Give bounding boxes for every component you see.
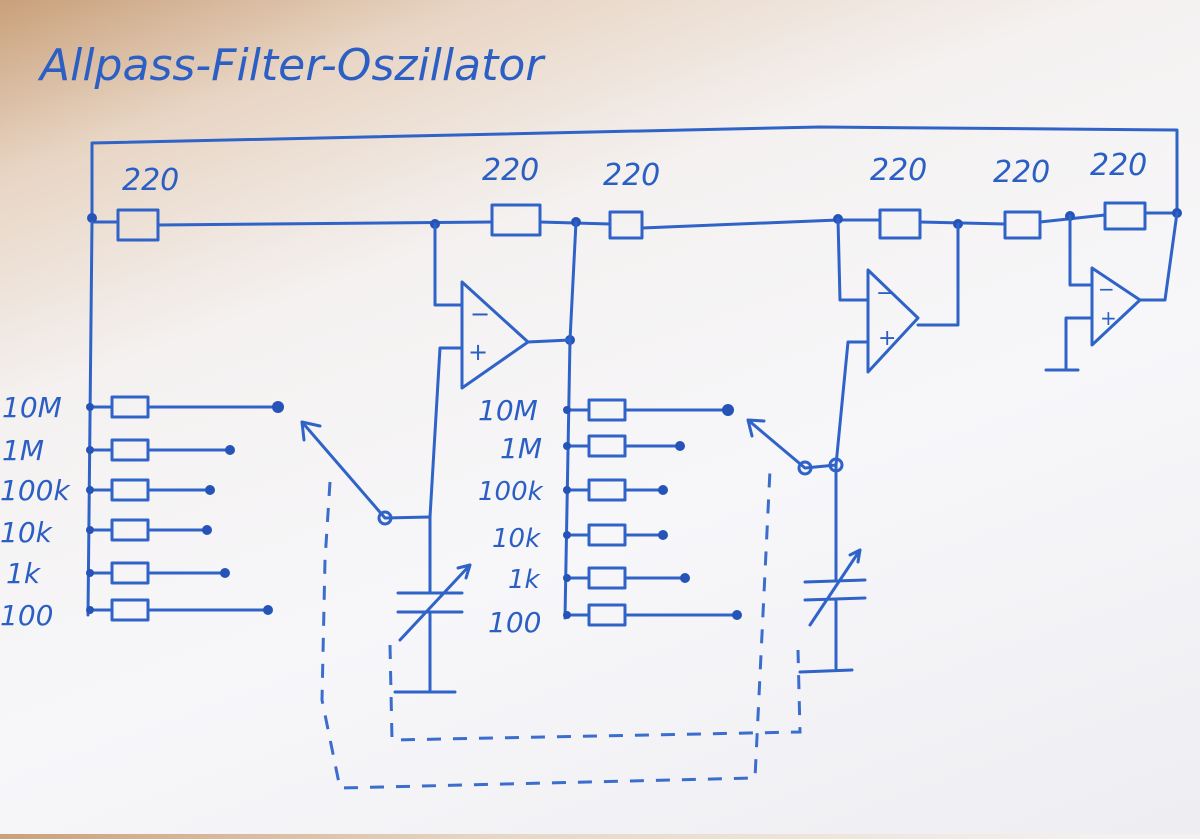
label-right-1: 1M — [500, 432, 542, 465]
label-right-5: 100 — [488, 606, 541, 639]
variable-capacitor-left — [393, 563, 472, 694]
right-rung-4 — [563, 566, 690, 590]
opamp-3-buffer: − + — [1044, 211, 1179, 372]
label-r2: 220 — [482, 153, 539, 188]
svg-text:−: − — [876, 281, 894, 306]
variable-capacitor-right — [798, 548, 867, 674]
title: Allpass-Filter-Oszillator — [37, 40, 546, 91]
right-rung-1 — [563, 434, 685, 458]
resistor-r6 — [1103, 201, 1147, 231]
label-left-1: 1M — [2, 434, 44, 467]
left-rung-4 — [86, 561, 230, 585]
opamp-2: − + — [834, 217, 960, 582]
junction-nodes — [87, 208, 1182, 345]
label-r6: 220 — [1090, 148, 1147, 183]
label-left-3: 10k — [0, 516, 54, 549]
right-rung-5 — [563, 603, 742, 627]
resistor-ladder-left — [86, 220, 284, 622]
resistor-r3 — [608, 210, 644, 240]
svg-text:+: + — [878, 326, 896, 351]
label-left-5: 100 — [0, 599, 53, 632]
left-rung-5 — [86, 598, 273, 622]
svg-text:−: − — [470, 300, 490, 328]
range-switch-right — [746, 418, 844, 476]
range-switch-left — [300, 420, 432, 526]
main-bus — [90, 211, 1179, 230]
svg-text:−: − — [1098, 277, 1115, 301]
right-rung-3 — [563, 523, 668, 547]
label-r5: 220 — [993, 155, 1050, 190]
gang-link-outer — [320, 469, 772, 790]
label-right-3: 10k — [492, 524, 541, 554]
resistor-r1 — [116, 208, 160, 242]
label-right-0: 10M — [478, 394, 538, 427]
right-rung-0 — [563, 398, 734, 422]
label-left-2: 100k — [0, 474, 71, 507]
left-rung-3 — [86, 518, 212, 542]
right-rung-2 — [563, 478, 668, 502]
svg-text:+: + — [468, 338, 488, 366]
label-left-4: 1k — [6, 557, 42, 590]
label-right-2: 100k — [478, 477, 544, 507]
label-r3: 220 — [603, 158, 660, 193]
label-r4: 220 — [870, 153, 927, 188]
label-r1: 220 — [122, 163, 179, 198]
svg-text:+: + — [1100, 306, 1117, 330]
label-right-4: 1k — [508, 565, 541, 595]
left-rung-0 — [86, 395, 284, 419]
label-left-0: 10M — [2, 391, 62, 424]
resistor-r5 — [1003, 210, 1042, 240]
feedback-wire — [90, 125, 1179, 224]
gang-link-inner — [388, 644, 802, 742]
left-rung-2 — [86, 478, 215, 502]
left-rung-1 — [86, 438, 235, 462]
resistor-r2 — [490, 203, 542, 237]
resistor-r4 — [878, 208, 922, 240]
resistor-ladder-right — [563, 338, 742, 627]
